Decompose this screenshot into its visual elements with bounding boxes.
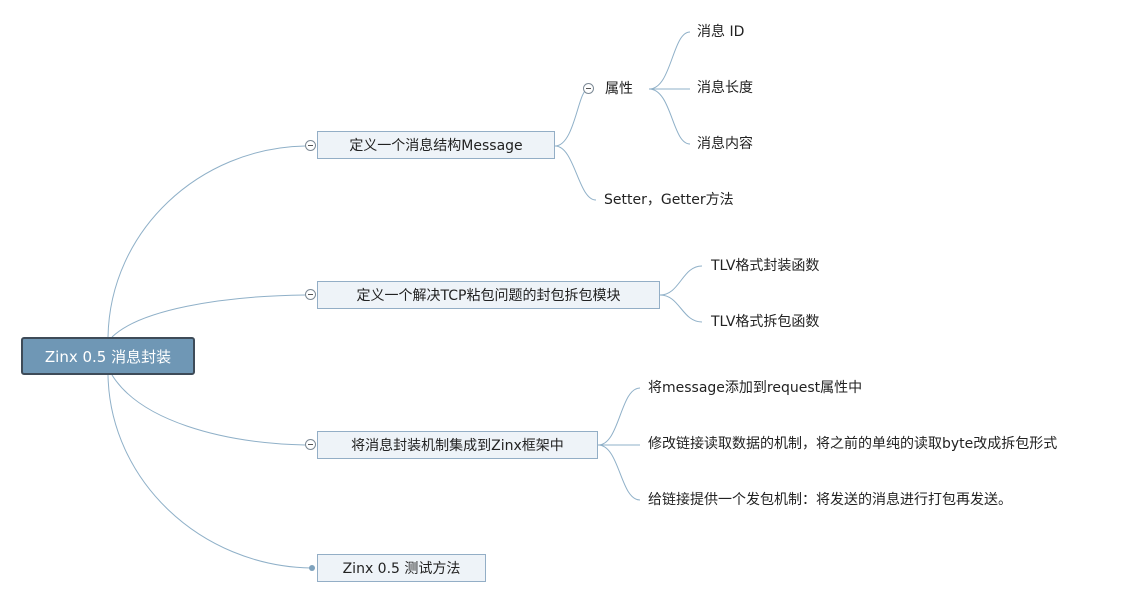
branch-label: 将消息封装机制集成到Zinx框架中 [351,438,564,454]
branch-node-test[interactable]: Zinx 0.5 测试方法 [317,554,486,582]
node-tlv-pack[interactable]: TLV格式封装函数 [711,258,820,274]
branch-label: 定义一个解决TCP粘包问题的封包拆包模块 [356,288,621,304]
connector-dot [309,565,315,571]
branch-label: Zinx 0.5 测试方法 [342,561,461,577]
node-modify-read[interactable]: 修改链接读取数据的机制，将之前的单纯的读取byte改成拆包形式 [648,436,1058,452]
branch-node-message[interactable]: 定义一个消息结构Message [317,131,555,159]
collapse-icon[interactable] [305,439,316,450]
collapse-icon[interactable] [583,83,594,94]
root-label: Zinx 0.5 消息封装 [44,347,172,366]
collapse-icon[interactable] [305,140,316,151]
branch-node-integrate[interactable]: 将消息封装机制集成到Zinx框架中 [317,431,598,459]
node-message-length[interactable]: 消息长度 [697,80,753,96]
node-add-message[interactable]: 将message添加到request属性中 [648,380,863,396]
node-attributes[interactable]: 属性 [605,81,633,97]
node-tlv-unpack[interactable]: TLV格式拆包函数 [711,314,820,330]
node-message-content[interactable]: 消息内容 [697,136,753,152]
node-message-id[interactable]: 消息 ID [697,24,745,40]
collapse-icon[interactable] [305,289,316,300]
root-node[interactable]: Zinx 0.5 消息封装 [21,337,195,375]
node-setter-getter[interactable]: Setter，Getter方法 [604,192,734,208]
branch-label: 定义一个消息结构Message [349,138,523,154]
node-send-mechanism[interactable]: 给链接提供一个发包机制：将发送的消息进行打包再发送。 [648,492,1012,508]
branch-node-pack-module[interactable]: 定义一个解决TCP粘包问题的封包拆包模块 [317,281,660,309]
